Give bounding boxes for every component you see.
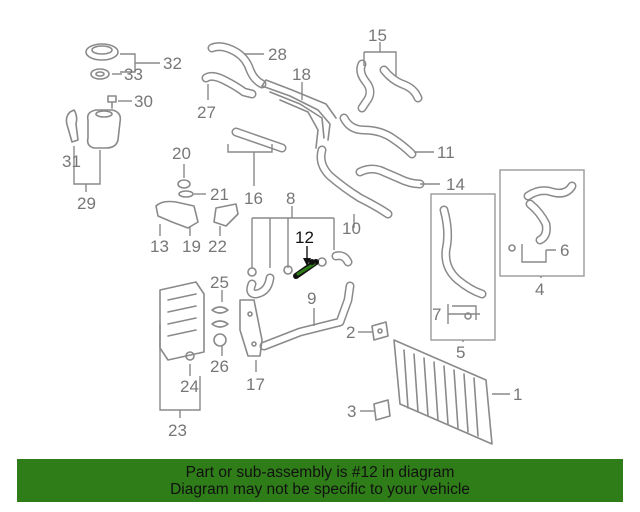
mount-2-part [371,321,389,341]
bolt-30-part [107,95,117,109]
info-banner: Part or sub-assembly is #12 in diagram D… [17,459,623,502]
callout-14[interactable]: 14 [446,175,465,194]
bracket-17-part [239,299,263,357]
hose-28-part [207,42,267,89]
aux-radiator-part [159,281,205,361]
callout-17[interactable]: 17 [246,375,265,394]
hose-4-part [508,181,577,252]
box-assembly-4 [499,169,585,277]
callout-8[interactable]: 8 [286,189,295,208]
cap-gasket-part [90,68,110,80]
pipe-16-part [231,127,287,153]
callout-32[interactable]: 32 [163,54,182,73]
banner-line-1: Part or sub-assembly is #12 in diagram [185,463,455,481]
callout-6[interactable]: 6 [560,241,569,260]
leader-15 [363,42,397,76]
hose-11-part [339,113,417,159]
hose-14-part [355,164,425,189]
leader-29-31 [73,146,101,192]
pipe-assembly-18-part [261,79,337,149]
callout-12[interactable]: 12 [295,228,314,247]
callout-5[interactable]: 5 [456,343,465,362]
banner-line-2: Diagram may not be specific to your vehi… [170,480,470,498]
mount-3-part [373,399,391,421]
hose-15-part [356,59,423,113]
highlighted-part-12[interactable] [293,259,319,279]
reservoir-cap-part [85,43,119,61]
callout-27[interactable]: 27 [197,103,216,122]
expansion-tank-part [65,109,122,149]
hose-10-part [316,145,393,219]
leader-8 [251,206,335,268]
leader-7 [447,304,480,324]
callout-29[interactable]: 29 [77,194,96,213]
callout-24[interactable]: 24 [180,377,199,396]
callout-33[interactable]: 33 [124,65,143,84]
callout-13[interactable]: 13 [150,237,169,256]
callout-2[interactable]: 2 [346,323,355,342]
callout-16[interactable]: 16 [244,189,263,208]
callout-3[interactable]: 3 [347,402,356,421]
arrow-12-icon [303,258,311,266]
callout-28[interactable]: 28 [268,45,287,64]
callout-7[interactable]: 7 [432,305,441,324]
pipe-9-part [259,281,355,351]
callout-19[interactable]: 19 [182,237,201,256]
callout-10[interactable]: 10 [342,219,361,238]
leader-6 [521,244,556,263]
callout-26[interactable]: 26 [210,357,229,376]
radiator-1-part [393,339,493,445]
callout-15[interactable]: 15 [368,26,387,45]
callout-18[interactable]: 18 [292,65,311,84]
leader-23 [159,324,201,418]
hose-5-part [439,205,487,320]
thermostat-housing-part [155,179,239,229]
callout-1[interactable]: 1 [513,385,522,404]
callout-30[interactable]: 30 [134,92,153,111]
callout-4[interactable]: 4 [535,280,544,299]
callout-9[interactable]: 9 [307,289,316,308]
callout-20[interactable]: 20 [172,144,191,163]
callout-11[interactable]: 11 [437,143,455,162]
callout-31[interactable]: 31 [62,152,81,171]
callout-23[interactable]: 23 [168,421,187,440]
hose-27-part [201,71,257,99]
callout-21[interactable]: 21 [210,185,229,204]
leader-16 [227,144,273,186]
callout-22[interactable]: 22 [208,237,227,256]
clamp-25-part [211,306,229,347]
leader-32 [120,53,160,73]
callout-25[interactable]: 25 [210,273,229,292]
